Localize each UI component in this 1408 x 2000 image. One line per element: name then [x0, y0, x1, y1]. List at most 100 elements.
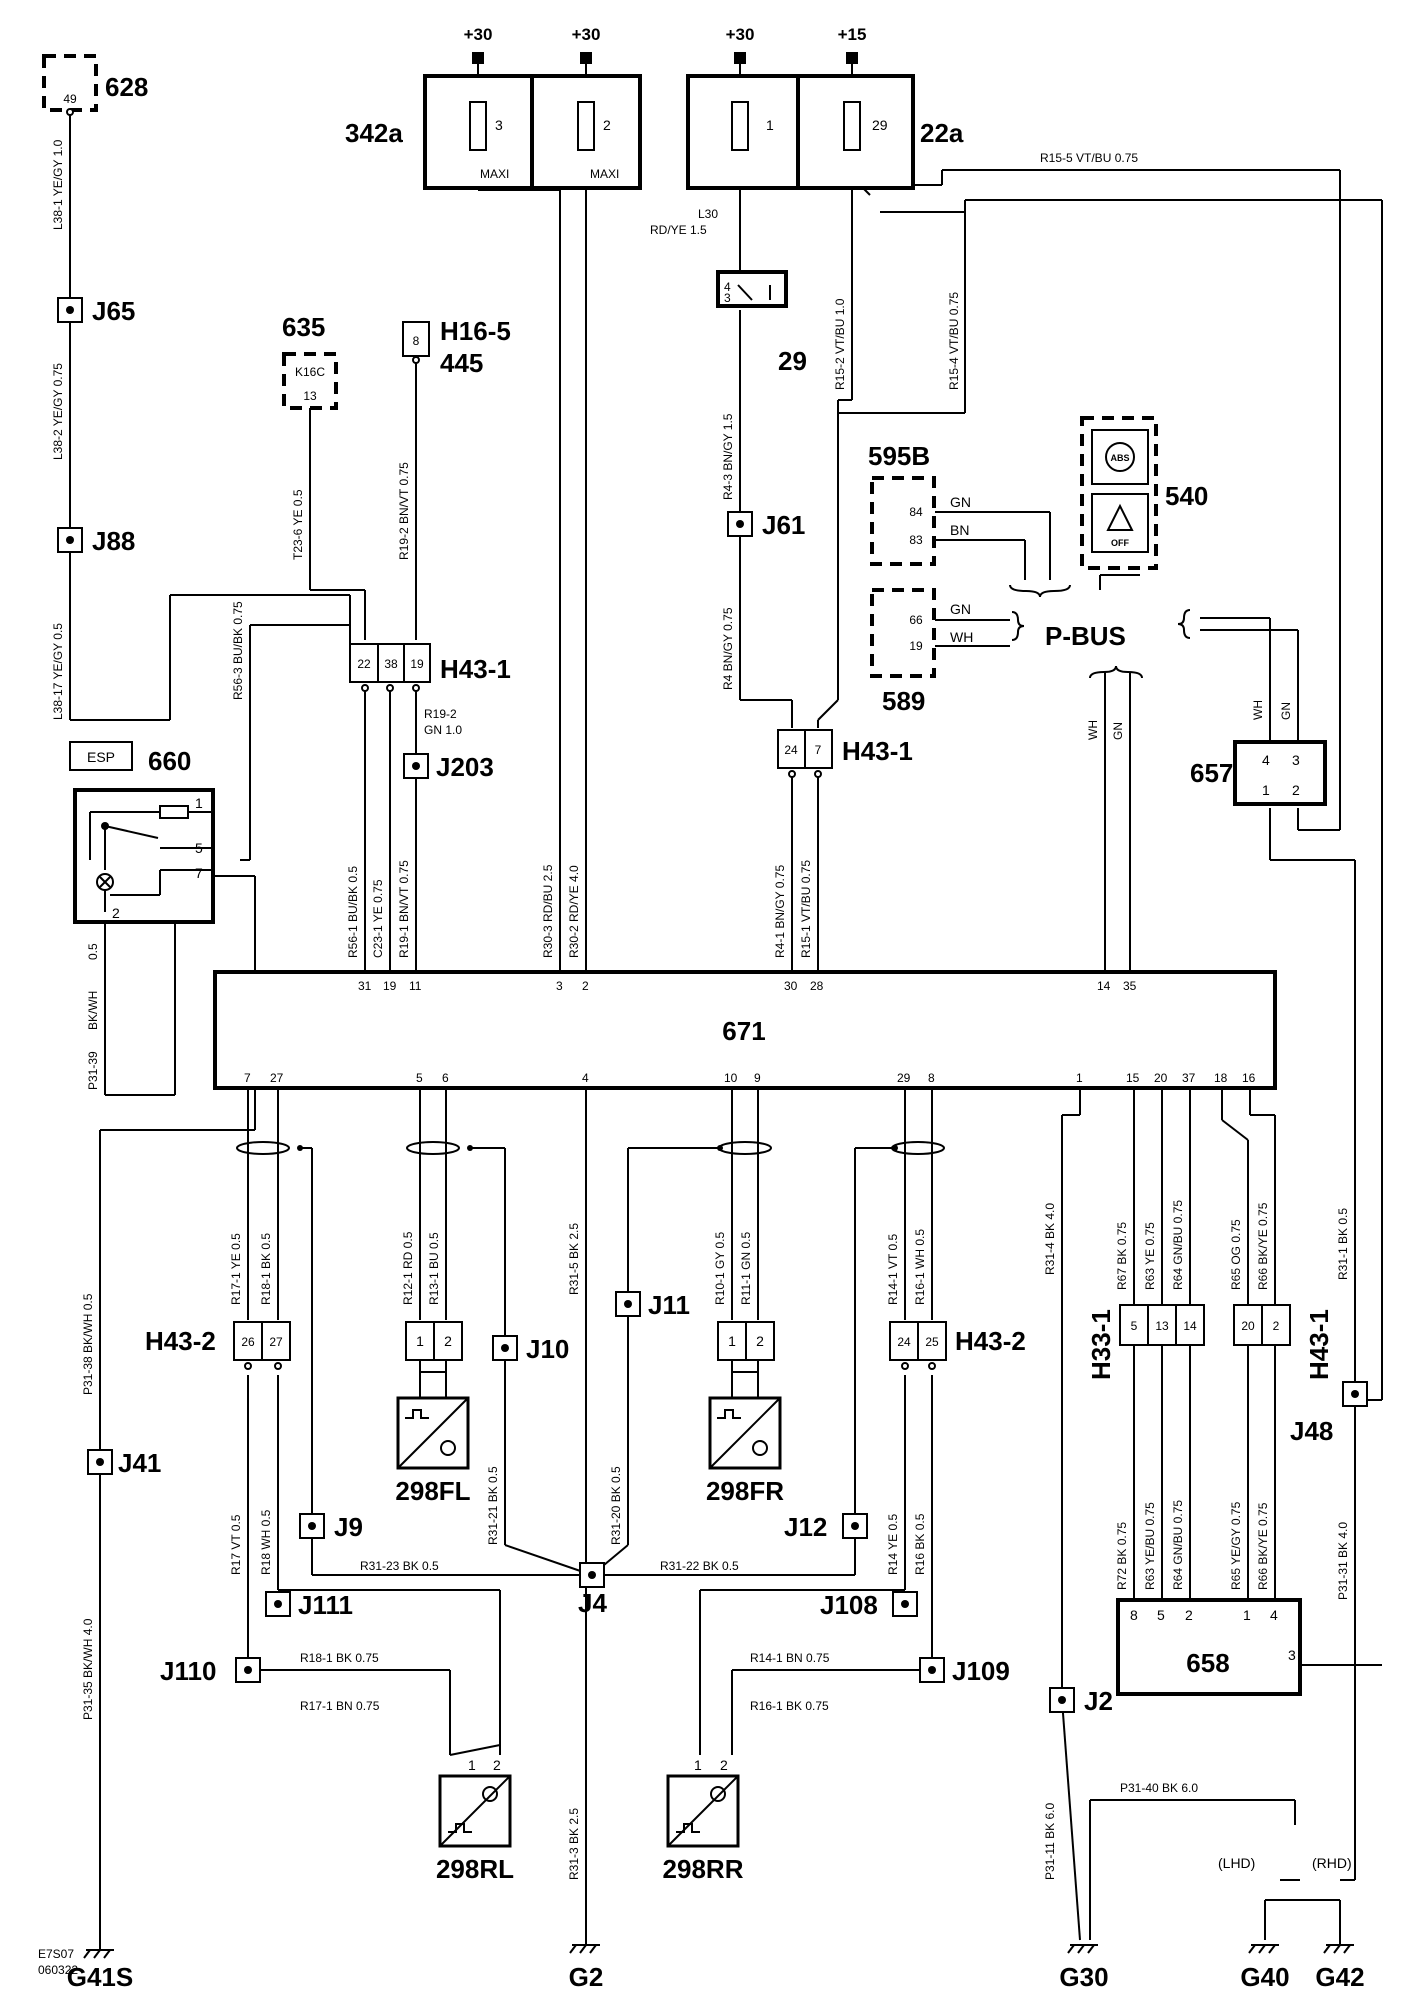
- svg-text:(RHD): (RHD): [1312, 1855, 1352, 1871]
- svg-text:J65: J65: [92, 296, 135, 326]
- svg-text:L38-1 YE/GY 1.0: L38-1 YE/GY 1.0: [51, 139, 65, 230]
- svg-text:ESP: ESP: [87, 749, 115, 765]
- svg-text:ABS: ABS: [1110, 453, 1129, 463]
- connector-label: H16-5: [440, 316, 511, 346]
- ground-icon: [1323, 1944, 1354, 1954]
- svg-text:RD/YE 1.5: RD/YE 1.5: [650, 223, 707, 237]
- svg-text:8: 8: [928, 1071, 935, 1085]
- svg-text:30: 30: [784, 979, 798, 993]
- svg-text:2: 2: [493, 1757, 501, 1773]
- svg-text:P31-11 BK 6.0: P31-11 BK 6.0: [1043, 1803, 1057, 1880]
- svg-text:R66 BK/YE 0.75: R66 BK/YE 0.75: [1256, 1502, 1270, 1590]
- connector-fl: 1 2: [405, 1321, 463, 1398]
- svg-text:2: 2: [756, 1333, 764, 1349]
- svg-text:R10-1 GY 0.5: R10-1 GY 0.5: [713, 1232, 727, 1305]
- connector-fr: 1 2: [717, 1321, 775, 1398]
- p-bus: P-BUS: [1009, 584, 1191, 679]
- svg-text:L30: L30: [698, 207, 718, 221]
- twisted-pair-markers: [236, 1141, 945, 1155]
- svg-text:GN: GN: [1279, 702, 1293, 720]
- svg-text:G2: G2: [569, 1962, 604, 1992]
- supply-label: +30: [726, 25, 755, 44]
- connector-h43-2-left: 26 27 H43-2: [145, 1321, 291, 1370]
- svg-text:R17 VT 0.5: R17 VT 0.5: [229, 1514, 243, 1575]
- svg-text:K16C: K16C: [295, 365, 325, 379]
- fuse-box-22a: 1 29 22a: [686, 74, 964, 190]
- terminal-square: [734, 52, 746, 64]
- svg-text:R19-2: R19-2: [424, 707, 457, 721]
- connector-h43-1-right: 20 2 H43-1: [1233, 1304, 1334, 1380]
- svg-text:R31-23 BK 0.5: R31-23 BK 0.5: [360, 1559, 439, 1573]
- svg-text:1: 1: [1262, 782, 1270, 798]
- ground-icon: [1248, 1944, 1279, 1954]
- svg-text:R18-1 BK 0.5: R18-1 BK 0.5: [259, 1233, 273, 1305]
- connector-name: H43-1: [842, 736, 913, 766]
- sensor-298fl: 298FL: [395, 1396, 471, 1506]
- svg-text:R72 BK 0.75: R72 BK 0.75: [1115, 1522, 1129, 1590]
- svg-text:3: 3: [724, 291, 731, 305]
- svg-text:OFF: OFF: [1111, 538, 1129, 548]
- svg-text:3: 3: [556, 979, 563, 993]
- component-628: 49 628: [42, 54, 148, 116]
- svg-text:R31-21 BK 0.5: R31-21 BK 0.5: [486, 1466, 500, 1545]
- svg-text:5: 5: [1157, 1607, 1165, 1623]
- svg-text:18: 18: [1214, 1071, 1228, 1085]
- svg-text:1: 1: [1076, 1071, 1083, 1085]
- supply-label: +15: [838, 25, 867, 44]
- component-number: 589: [882, 686, 925, 716]
- svg-text:J4: J4: [578, 1588, 607, 1618]
- ground-icon: [1067, 1944, 1098, 1954]
- svg-text:13: 13: [303, 389, 317, 403]
- supply-label: +30: [464, 25, 493, 44]
- svg-text:19: 19: [383, 979, 397, 993]
- splice-j203: J203: [403, 752, 494, 782]
- svg-text:R31-3 BK 2.5: R31-3 BK 2.5: [567, 1808, 581, 1880]
- svg-text:298FR: 298FR: [706, 1476, 784, 1506]
- svg-text:R11-1 GN 0.5: R11-1 GN 0.5: [739, 1232, 753, 1305]
- connector-name: H43-2: [955, 1326, 1026, 1356]
- svg-text:2: 2: [1292, 782, 1300, 798]
- svg-text:15: 15: [1126, 1071, 1140, 1085]
- svg-text:13: 13: [1155, 1319, 1169, 1333]
- svg-text:26: 26: [241, 1335, 255, 1349]
- svg-text:R31-5 BK 2.5: R31-5 BK 2.5: [567, 1223, 581, 1295]
- svg-text:R4-1 BN/GY 0.75: R4-1 BN/GY 0.75: [773, 865, 787, 958]
- svg-text:J12: J12: [784, 1512, 827, 1542]
- terminal-square: [846, 52, 858, 64]
- svg-text:5: 5: [1131, 1319, 1138, 1333]
- svg-text:WH: WH: [950, 629, 973, 645]
- svg-text:P31-38 BK/WH 0.5: P31-38 BK/WH 0.5: [81, 1293, 95, 1395]
- svg-text:R31-4 BK 4.0: R31-4 BK 4.0: [1043, 1203, 1057, 1275]
- fuse-icon: [577, 101, 595, 151]
- svg-text:GN: GN: [1111, 722, 1125, 740]
- svg-text:J2: J2: [1084, 1686, 1113, 1716]
- svg-text:MAXI: MAXI: [590, 167, 619, 181]
- svg-text:49: 49: [63, 92, 77, 106]
- svg-text:1: 1: [766, 117, 774, 133]
- svg-text:R31-20 BK 0.5: R31-20 BK 0.5: [609, 1466, 623, 1545]
- component-number: 29: [778, 346, 807, 376]
- splice-j9: J9: [299, 1512, 363, 1542]
- svg-text:20: 20: [1154, 1071, 1168, 1085]
- svg-text:16: 16: [1242, 1071, 1256, 1085]
- svg-text:G30: G30: [1059, 1962, 1108, 1992]
- svg-text:24: 24: [897, 1335, 911, 1349]
- svg-text:R67 BK 0.75: R67 BK 0.75: [1115, 1222, 1129, 1290]
- svg-text:BN: BN: [950, 522, 969, 538]
- terminal-square: [580, 52, 592, 64]
- svg-text:R14-1 BN 0.75: R14-1 BN 0.75: [750, 1651, 830, 1665]
- svg-text:R19-1 BN/VT 0.75: R19-1 BN/VT 0.75: [397, 860, 411, 958]
- svg-text:R15-2 VT/BU 1.0: R15-2 VT/BU 1.0: [833, 298, 847, 390]
- svg-text:1: 1: [195, 795, 203, 811]
- supply-terminals: +30 +30 +30 +15: [464, 25, 867, 64]
- connector-h43-2-right: 24 25 H43-2: [889, 1321, 1026, 1370]
- svg-text:5: 5: [195, 840, 203, 856]
- grounds: G41S G2 G30 G40 G42 (LHD) (RHD): [67, 1855, 1365, 1992]
- connector-rl: 1 2: [468, 1757, 501, 1773]
- svg-text:P31-40 BK 6.0: P31-40 BK 6.0: [1120, 1781, 1198, 1795]
- svg-text:3: 3: [1288, 1647, 1296, 1663]
- svg-text:3: 3: [1292, 752, 1300, 768]
- splice-j61: J61: [727, 510, 805, 540]
- svg-text:R4-3 BN/GY 1.5: R4-3 BN/GY 1.5: [721, 413, 735, 500]
